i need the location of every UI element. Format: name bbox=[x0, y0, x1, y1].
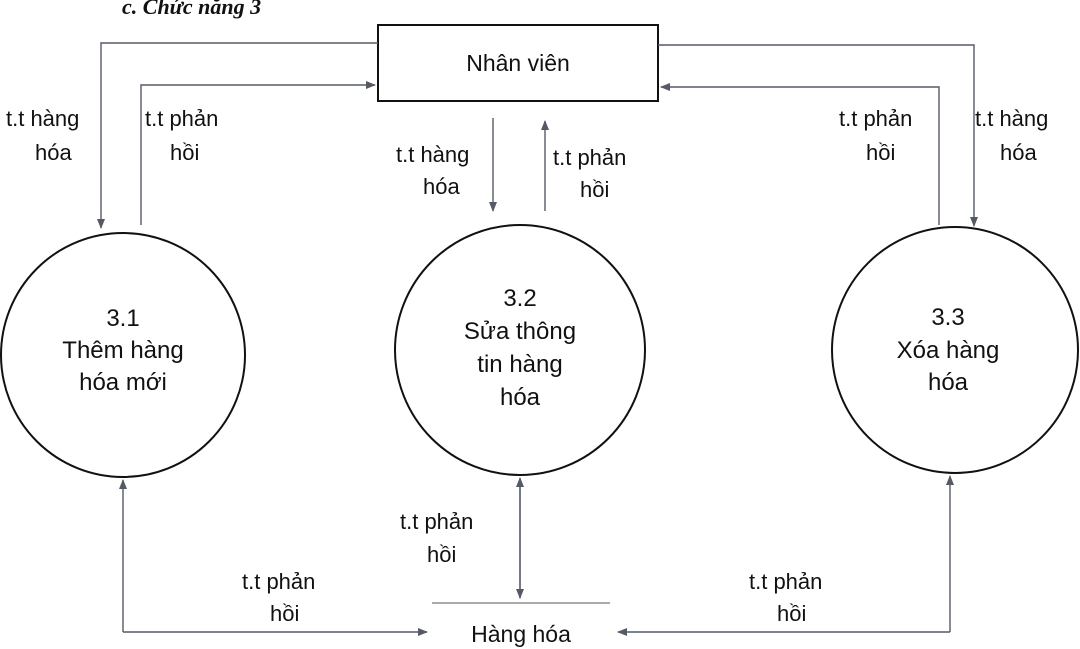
flow-arrow-to-3-1 bbox=[97, 42, 378, 229]
flow-arrow-to-3-3 bbox=[658, 44, 978, 227]
flow-label-store-3-2: t.t phản hồi bbox=[400, 509, 473, 567]
flow-label-to-3-1: t.t hàng hóa bbox=[6, 106, 79, 165]
flow-label-line: t.t phản bbox=[145, 106, 218, 131]
flow-label-line: hồi bbox=[580, 177, 609, 202]
entity-label: Nhân viên bbox=[466, 50, 570, 76]
flow-label-from-3-1: t.t phản hồi bbox=[145, 106, 218, 165]
section-heading: c. Chức năng 3 bbox=[122, 0, 261, 19]
datastore-label: Hàng hóa bbox=[471, 621, 571, 647]
flow-label-line: hồi bbox=[866, 140, 895, 165]
flow-arrow-from-3-1 bbox=[140, 81, 376, 225]
flow-label-line: hóa bbox=[423, 174, 460, 199]
process-circle bbox=[394, 224, 646, 476]
process-name-line: Xóa hàng bbox=[897, 337, 1000, 364]
flow-label-line: t.t phản bbox=[839, 106, 912, 131]
flow-label-line: t.t hàng bbox=[396, 142, 469, 167]
entity-nhan-vien: Nhân viên bbox=[377, 24, 659, 102]
flow-label-to-3-3: t.t hàng hóa bbox=[975, 106, 1048, 165]
flow-label-line: t.t phản bbox=[400, 509, 473, 534]
process-3-3: 3.3 Xóa hàng hóa bbox=[831, 226, 1079, 474]
flow-label-store-3-3: t.t phản hồi bbox=[749, 569, 822, 626]
process-circle bbox=[831, 226, 1079, 474]
flow-arrow-from-3-3 bbox=[660, 83, 940, 225]
flow-label-line: hồi bbox=[427, 542, 456, 567]
process-name-line: Thêm hàng bbox=[62, 337, 183, 364]
flow-label-line: t.t phản bbox=[553, 145, 626, 170]
entity-box bbox=[377, 24, 659, 102]
flow-label-from-3-3: t.t phản hồi bbox=[839, 106, 912, 165]
flow-label-from-3-2: t.t phản hồi bbox=[553, 145, 626, 202]
flow-label-line: t.t hàng bbox=[6, 106, 79, 131]
process-circle bbox=[0, 232, 246, 478]
flow-label-line: hồi bbox=[777, 601, 806, 626]
process-name-line: Sửa thông bbox=[464, 318, 576, 345]
flow-label-line: hóa bbox=[35, 140, 72, 165]
flow-label-line: hóa bbox=[1000, 140, 1037, 165]
process-name-line: hóa bbox=[500, 384, 541, 411]
process-name-line: tin hàng bbox=[477, 351, 562, 378]
process-number: 3.2 bbox=[503, 285, 536, 312]
flow-label-line: hồi bbox=[170, 140, 199, 165]
flow-label-store-3-1: t.t phản hồi bbox=[242, 569, 315, 626]
process-name-line: hóa bbox=[928, 369, 969, 396]
flow-label-line: t.t hàng bbox=[975, 106, 1048, 131]
process-3-2: 3.2 Sửa thông tin hàng hóa bbox=[394, 224, 646, 476]
process-3-1: 3.1 Thêm hàng hóa mới bbox=[0, 232, 246, 478]
process-number: 3.1 bbox=[106, 305, 139, 332]
process-name-line: hóa mới bbox=[79, 369, 167, 396]
datastore-hang-hoa: Hàng hóa bbox=[432, 602, 610, 647]
flow-label-line: t.t phản bbox=[242, 569, 315, 594]
process-number: 3.3 bbox=[931, 304, 964, 331]
flow-label-line: hồi bbox=[270, 601, 299, 626]
flow-label-to-3-2: t.t hàng hóa bbox=[396, 142, 469, 199]
flow-label-line: t.t phản bbox=[749, 569, 822, 594]
